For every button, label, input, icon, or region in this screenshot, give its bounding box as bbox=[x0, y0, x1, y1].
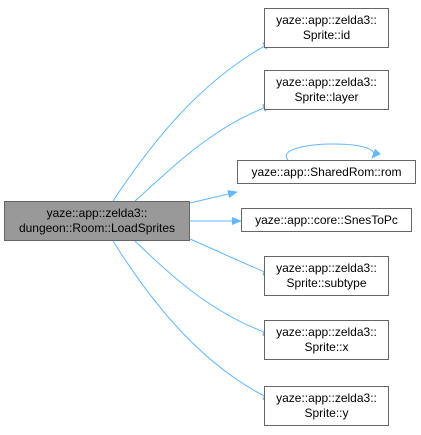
edge-to-sharedrom-rom bbox=[189, 190, 238, 204]
node-label-line2: Sprite::y bbox=[304, 406, 349, 420]
node-sprite-y[interactable]: yaze::app::zelda3:: Sprite::y bbox=[264, 386, 389, 426]
edge-to-sprite-subtype bbox=[189, 238, 273, 276]
node-sprite-x[interactable]: yaze::app::zelda3:: Sprite::x bbox=[264, 320, 389, 360]
node-room-load-sprites[interactable]: yaze::app::zelda3:: dungeon::Room::LoadS… bbox=[4, 201, 190, 241]
node-sprite-id[interactable]: yaze::app::zelda3:: Sprite::id bbox=[264, 8, 389, 48]
node-label-line1: yaze::app::zelda3:: bbox=[276, 325, 377, 339]
node-label-line1: yaze::app::zelda3:: bbox=[276, 13, 377, 27]
node-label-line1: yaze::app::zelda3:: bbox=[276, 391, 377, 405]
node-label-line2: Sprite::id bbox=[302, 28, 351, 42]
edge-to-sprite-y bbox=[112, 240, 273, 401]
node-label: yaze::app::core::SnesToPc bbox=[255, 212, 398, 227]
node-label-line2: Sprite::layer bbox=[294, 90, 359, 104]
node-sprite-subtype[interactable]: yaze::app::zelda3:: Sprite::subtype bbox=[264, 256, 389, 296]
node-label-line1: yaze::app::zelda3:: bbox=[276, 75, 377, 89]
node-sprite-layer[interactable]: yaze::app::zelda3:: Sprite::layer bbox=[264, 70, 389, 110]
node-snes-to-pc[interactable]: yaze::app::core::SnesToPc bbox=[241, 208, 412, 232]
node-sharedrom-rom[interactable]: yaze::app::SharedRom::rom bbox=[237, 160, 416, 184]
edge-to-sprite-layer bbox=[134, 104, 273, 202]
node-label-line2: Sprite::x bbox=[304, 340, 349, 354]
node-label-line1: yaze::app::zelda3:: bbox=[46, 206, 148, 220]
edge-to-sprite-id bbox=[112, 41, 273, 202]
node-label: yaze::app::SharedRom::rom bbox=[251, 164, 402, 179]
node-label-line2: Sprite::subtype bbox=[286, 276, 367, 290]
node-label-line1: yaze::app::zelda3:: bbox=[276, 261, 377, 275]
edge-to-sprite-x bbox=[134, 240, 273, 336]
node-label-line2: dungeon::Room::LoadSprites bbox=[18, 221, 176, 235]
self-loop-sharedrom-rom bbox=[285, 143, 381, 161]
